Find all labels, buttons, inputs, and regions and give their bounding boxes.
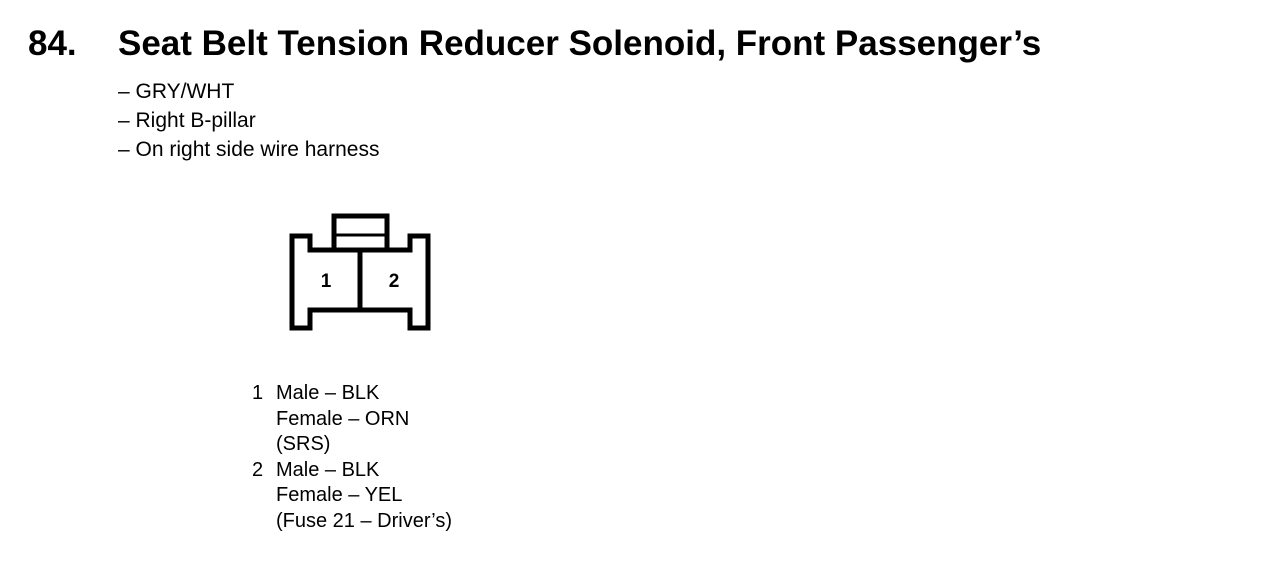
connector-diagram: 1 2: [289, 213, 431, 331]
pin-circuit: (Fuse 21 – Driver’s): [276, 509, 452, 532]
location-detail: – Right B-pillar: [118, 109, 256, 132]
connector-latch: [331, 213, 390, 253]
connector-body: [289, 233, 431, 331]
harness-detail: – On right side wire harness: [118, 138, 380, 161]
terminal-label-2: 2: [389, 271, 400, 292]
wire-color-detail: – GRY/WHT: [118, 80, 235, 103]
pin-list: 1 Male – BLK Female – ORN (SRS) 2 Male –…: [252, 381, 452, 534]
pin-male-wire: Male – BLK: [276, 458, 380, 481]
item-title: Seat Belt Tension Reducer Solenoid, Fron…: [118, 24, 1042, 63]
component-heading: 84. Seat Belt Tension Reducer Solenoid, F…: [28, 24, 1041, 64]
pin-entry: 2 Male – BLK Female – YEL (Fuse 21 – Dri…: [252, 458, 452, 535]
pin-female-wire: Female – YEL: [276, 484, 403, 506]
component-details: – GRY/WHT – Right B-pillar – On right si…: [118, 77, 379, 164]
pin-circuit: (SRS): [276, 433, 331, 455]
pin-entry: 1 Male – BLK Female – ORN (SRS): [252, 381, 452, 458]
pin-number: 1: [252, 382, 264, 404]
item-number: 84.: [28, 24, 77, 63]
pin-number: 2: [252, 458, 264, 481]
terminal-label-1: 1: [321, 271, 332, 292]
pin-male-wire: Male – BLK: [276, 382, 380, 404]
pin-female-wire: Female – ORN: [276, 407, 410, 430]
